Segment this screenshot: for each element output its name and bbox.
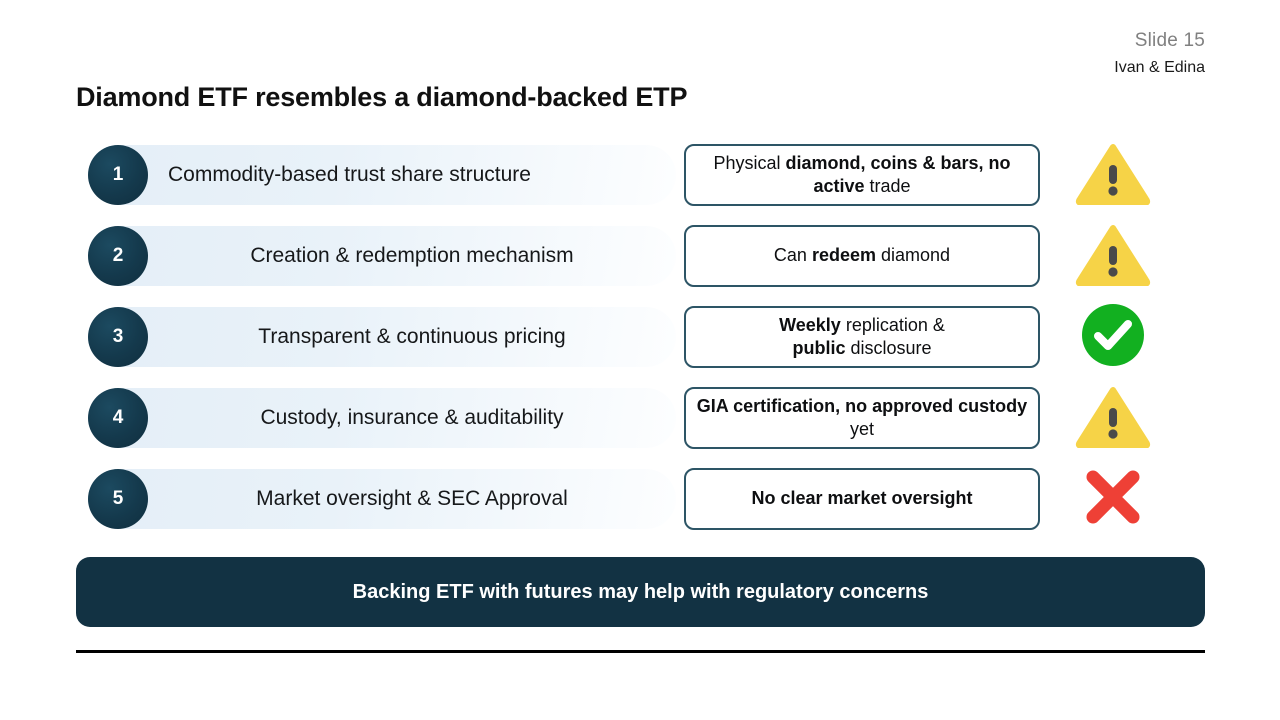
callout-text: Physical diamond, coins & bars, no activ… [713,152,1011,196]
status-indicator [1075,386,1151,450]
row-number-badge: 1 [88,145,148,205]
row-pill [88,388,676,448]
callout-text: GIA certification, no approved custody y… [696,395,1028,439]
footer-divider [76,650,1205,653]
requirement-row: 2 Creation & redemption mechanism Can re… [0,224,1280,288]
cross-icon [1075,465,1151,534]
row-label: Commodity-based trust share structure [168,163,531,186]
requirement-row: 3 Transparent & continuous pricing Weekl… [0,303,1280,372]
row-number-badge: 5 [88,469,148,529]
row-pill [88,145,676,205]
row-pill [88,307,676,367]
summary-banner: Backing ETF with futures may help with r… [76,557,1205,627]
status-indicator [1075,467,1151,531]
row-callout: Physical diamond, coins & bars, no activ… [684,144,1040,206]
check-icon [1075,303,1151,372]
status-indicator [1075,224,1151,288]
row-pill [88,226,676,286]
callout-text: Weekly replication &public disclosure [779,314,945,358]
callout-text: Can redeem diamond [773,245,951,266]
row-callout: GIA certification, no approved custody y… [684,387,1040,449]
row-number-badge: 4 [88,388,148,448]
warning-icon [1075,384,1151,453]
row-callout: Weekly replication &public disclosure [684,306,1040,368]
row-pill [88,469,676,529]
row-label: Custody, insurance & auditability [260,406,564,429]
callout-text: No clear market oversight [751,488,973,509]
row-label: Creation & redemption mechanism [250,244,574,267]
warning-icon [1075,222,1151,291]
warning-icon [1075,141,1151,210]
row-number-badge: 2 [88,226,148,286]
slide-number: Slide 15 [1134,30,1205,51]
requirements-list: 1 Commodity-based trust share structure … [0,143,1280,550]
header-meta: Slide 15 Ivan & Edina [1114,28,1205,78]
row-label: Transparent & continuous pricing [258,325,566,348]
row-label: Market oversight & SEC Approval [256,487,568,510]
authors-label: Ivan & Edina [1114,58,1205,76]
row-number-badge: 3 [88,307,148,367]
requirement-row: 4 Custody, insurance & auditability GIA … [0,386,1280,450]
row-callout: Can redeem diamond [684,225,1040,287]
status-indicator [1075,143,1151,207]
status-indicator [1075,303,1151,372]
page-title: Diamond ETF resembles a diamond-backed E… [76,82,688,112]
requirement-row: 5 Market oversight & SEC Approval No cle… [0,467,1280,531]
requirement-row: 1 Commodity-based trust share structure … [0,143,1280,207]
row-callout: No clear market oversight [684,468,1040,530]
